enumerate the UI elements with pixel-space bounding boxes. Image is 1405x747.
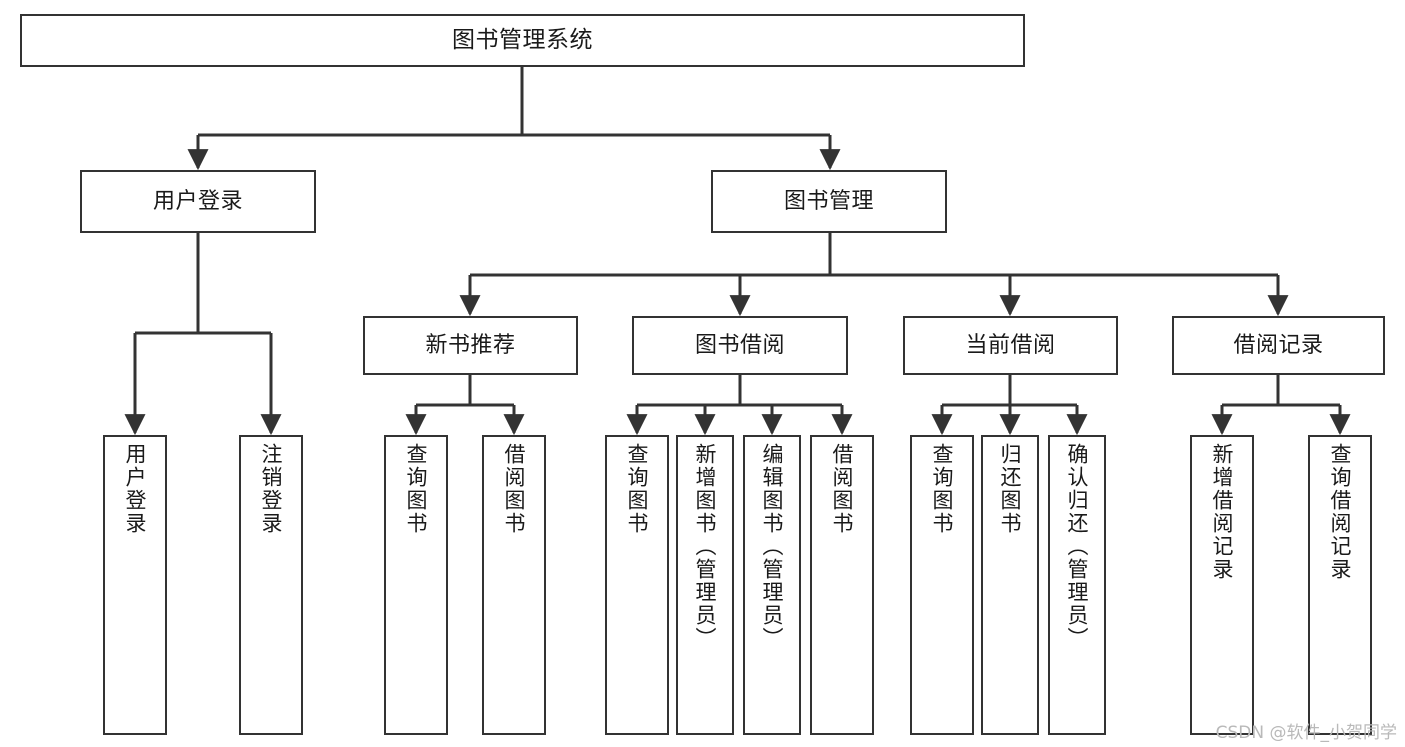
node-leaf-user-logout-label: 注销登录 (259, 443, 284, 535)
node-leaf-return-book[interactable]: 归还图书 (981, 435, 1039, 735)
watermark: CSDN @软件_小贺同学 (1215, 723, 1397, 743)
node-book-manage-label: 图书管理 (783, 188, 874, 214)
node-leaf-add-book[interactable]: 新增图书（管理员） (676, 435, 734, 735)
node-leaf-add-record-label: 新增借阅记录 (1210, 443, 1235, 581)
node-leaf-edit-book[interactable]: 编辑图书（管理员） (743, 435, 801, 735)
node-leaf-add-record[interactable]: 新增借阅记录 (1190, 435, 1254, 735)
node-borrow-record[interactable]: 借阅记录 (1172, 316, 1385, 375)
node-leaf-borrow-book-1[interactable]: 借阅图书 (482, 435, 546, 735)
node-leaf-query-book-3[interactable]: 查询图书 (910, 435, 974, 735)
node-book-manage[interactable]: 图书管理 (711, 170, 947, 233)
node-leaf-confirm-return-label: 确认归还（管理员） (1065, 443, 1090, 650)
node-leaf-borrow-book-2[interactable]: 借阅图书 (810, 435, 874, 735)
node-borrow-record-label: 借阅记录 (1233, 332, 1324, 358)
node-leaf-borrow-book-1-label: 借阅图书 (502, 443, 527, 535)
node-leaf-query-book-1[interactable]: 查询图书 (384, 435, 448, 735)
node-leaf-add-book-label: 新增图书（管理员） (693, 443, 718, 650)
node-new-book-recommend-label: 新书推荐 (425, 332, 516, 358)
node-leaf-query-book-3-label: 查询图书 (930, 443, 955, 535)
node-leaf-query-book-2[interactable]: 查询图书 (605, 435, 669, 735)
node-leaf-user-login[interactable]: 用户登录 (103, 435, 167, 735)
node-leaf-return-book-label: 归还图书 (998, 443, 1023, 535)
node-leaf-borrow-book-2-label: 借阅图书 (830, 443, 855, 535)
node-leaf-edit-book-label: 编辑图书（管理员） (760, 443, 785, 650)
node-leaf-query-record-label: 查询借阅记录 (1328, 443, 1353, 581)
node-leaf-query-record[interactable]: 查询借阅记录 (1308, 435, 1372, 735)
node-root-label: 图书管理系统 (452, 26, 593, 53)
node-leaf-user-login-label: 用户登录 (123, 443, 148, 535)
node-new-book-recommend[interactable]: 新书推荐 (363, 316, 578, 375)
node-user-login-label: 用户登录 (152, 188, 243, 214)
node-book-borrow-label: 图书借阅 (694, 332, 785, 358)
node-leaf-query-book-1-label: 查询图书 (404, 443, 429, 535)
node-book-borrow[interactable]: 图书借阅 (632, 316, 848, 375)
node-leaf-confirm-return[interactable]: 确认归还（管理员） (1048, 435, 1106, 735)
node-user-login[interactable]: 用户登录 (80, 170, 316, 233)
node-leaf-query-book-2-label: 查询图书 (625, 443, 650, 535)
node-root[interactable]: 图书管理系统 (20, 14, 1025, 67)
node-current-borrow[interactable]: 当前借阅 (903, 316, 1118, 375)
node-current-borrow-label: 当前借阅 (965, 332, 1056, 358)
node-leaf-user-logout[interactable]: 注销登录 (239, 435, 303, 735)
